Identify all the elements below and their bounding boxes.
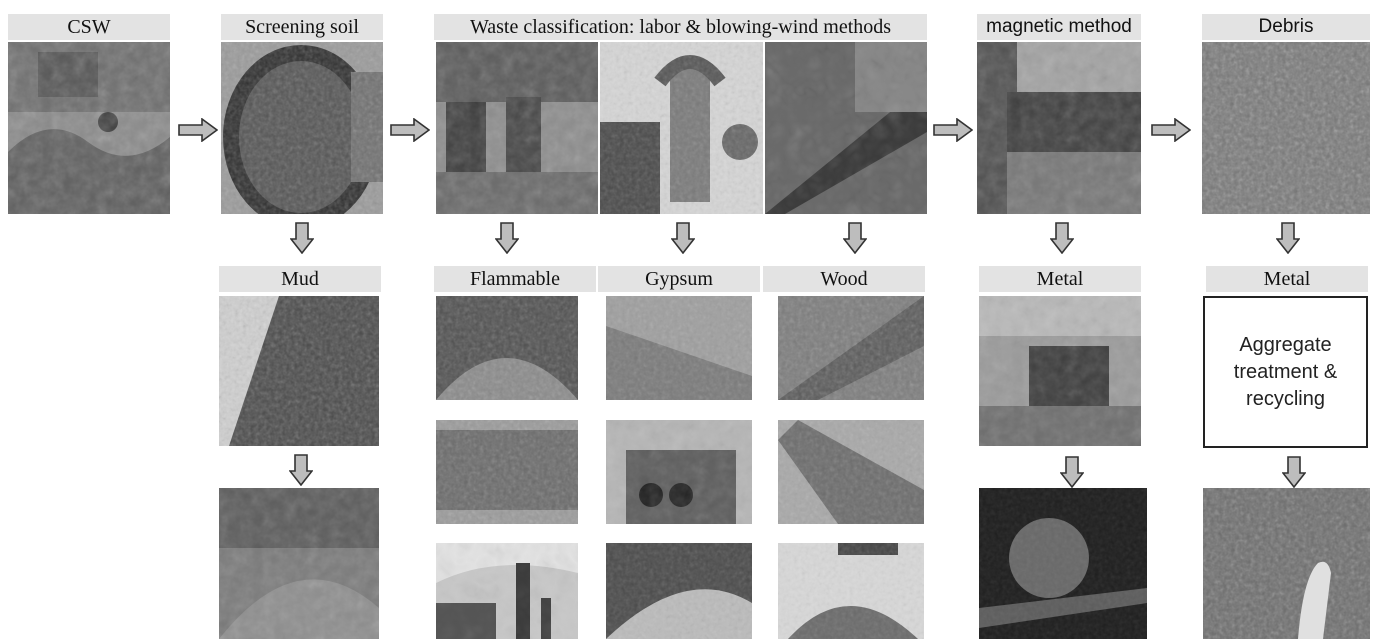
wood-photo-3 (778, 543, 924, 639)
arrow-right-3 (933, 118, 973, 142)
mud-screen-photo (219, 296, 379, 446)
arrow-right-2 (390, 118, 430, 142)
arrow-down-aggregate (1282, 456, 1306, 488)
arrow-down-flammable (495, 222, 519, 254)
wood-photo-2 (778, 420, 924, 524)
flammable-photo-1 (436, 296, 578, 400)
aggregate-treatment-box: Aggregate treatment & recycling (1203, 296, 1368, 448)
header-metal-1: Metal (979, 266, 1141, 292)
arrow-down-mud (289, 454, 313, 486)
screening-soil-photo (221, 42, 383, 214)
debris-photo (1202, 42, 1370, 214)
arrow-down-screening (290, 222, 314, 254)
flammable-photo-3 (436, 543, 578, 639)
gypsum-photo-2 (606, 420, 752, 524)
header-magnetic-method: magnetic method (977, 14, 1141, 40)
flammable-photo-2 (436, 420, 578, 524)
header-flammable: Flammable (434, 266, 596, 292)
aggregate-treatment-label: Aggregate treatment & recycling (1233, 333, 1338, 410)
wood-photo-1 (778, 296, 924, 400)
gypsum-photo-1 (606, 296, 752, 400)
header-csw: CSW (8, 14, 170, 40)
header-mud: Mud (219, 266, 381, 292)
metal-yard-photo (979, 296, 1141, 446)
labor-sorting-photo (436, 42, 598, 214)
arrow-right-1 (178, 118, 218, 142)
magnetic-photo (977, 42, 1141, 214)
metal-cutting-photo (979, 488, 1147, 639)
header-debris: Debris (1202, 14, 1370, 40)
header-screening-soil: Screening soil (221, 14, 383, 40)
mud-pile-photo (219, 488, 379, 639)
arrow-down-wood (843, 222, 867, 254)
header-metal-2: Metal (1206, 266, 1368, 292)
blowing-wind-photo (600, 42, 763, 214)
header-wood: Wood (763, 266, 925, 292)
arrow-down-magnetic (1050, 222, 1074, 254)
arrow-down-metal (1060, 456, 1084, 488)
header-gypsum: Gypsum (598, 266, 760, 292)
csw-photo (8, 42, 170, 214)
arrow-down-gypsum (671, 222, 695, 254)
aggregate-photo (1203, 488, 1370, 639)
conveyor-photo (765, 42, 927, 214)
header-waste-classification: Waste classification: labor & blowing-wi… (434, 14, 927, 40)
arrow-right-4 (1151, 118, 1191, 142)
gypsum-photo-3 (606, 543, 752, 639)
arrow-down-debris (1276, 222, 1300, 254)
